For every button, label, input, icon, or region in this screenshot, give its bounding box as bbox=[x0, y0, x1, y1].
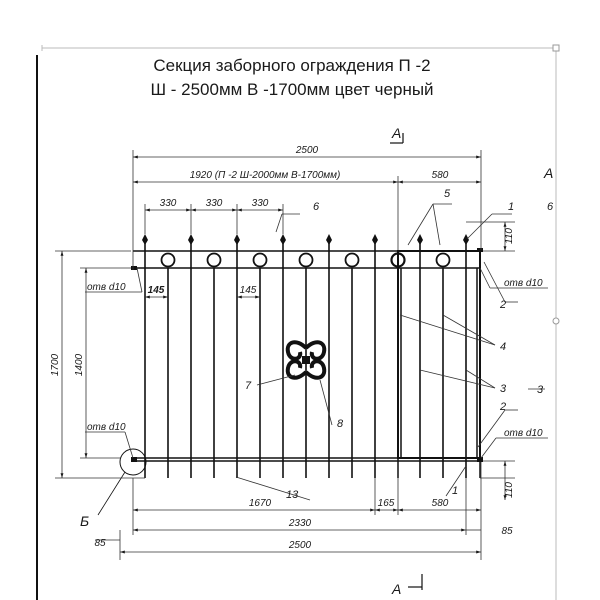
callout-3: 3 bbox=[500, 383, 507, 395]
callout-1-top: 1 bbox=[508, 201, 514, 213]
dim-width-2330: 2330 bbox=[288, 518, 312, 529]
hole-label-top-right: отв d10 bbox=[504, 278, 543, 289]
hole-label-top-left: отв d10 bbox=[87, 282, 126, 293]
ring-5 bbox=[344, 252, 360, 268]
dim-gate-width-bottom: 580 bbox=[432, 498, 449, 509]
section-a-top: А bbox=[391, 125, 401, 141]
dim-left-85: 85 bbox=[94, 538, 106, 549]
hole-label-bottom-right: отв d10 bbox=[504, 428, 543, 439]
dim-pitch-2: 330 bbox=[206, 198, 223, 209]
ring-4 bbox=[298, 252, 314, 268]
dim-offset-165: 165 bbox=[378, 498, 395, 509]
callout-1-bottom: 1 bbox=[452, 485, 458, 497]
callout-3-far: 3 bbox=[537, 384, 544, 396]
dim-overall-width-top: 2500 bbox=[295, 145, 319, 156]
ornament-scroll bbox=[285, 340, 327, 380]
dim-rail-1670: 1670 bbox=[249, 498, 272, 509]
ring-7 bbox=[435, 252, 451, 268]
dim-right-85: 85 bbox=[501, 526, 513, 537]
spear-tips bbox=[142, 234, 469, 245]
fence-section bbox=[131, 241, 483, 478]
callout-4: 4 bbox=[500, 341, 506, 353]
dim-panel-width: 1920 (П -2 Ш-2000мм В-1700мм) bbox=[190, 170, 341, 181]
detail-circle-b bbox=[119, 448, 147, 476]
frame-handle-right bbox=[552, 317, 560, 325]
callout-2-top: 2 bbox=[499, 299, 506, 311]
callout-5: 5 bbox=[444, 188, 451, 200]
hole-label-bottom-left: отв d10 bbox=[87, 422, 126, 433]
title-line-2: Ш - 2500мм В -1700мм цвет черный bbox=[150, 80, 434, 99]
callout-8: 8 bbox=[337, 418, 344, 430]
callout-13: 13 bbox=[286, 489, 299, 501]
dim-bar-spacing-left: 145 bbox=[148, 285, 165, 296]
section-a-bottom: А bbox=[391, 581, 401, 597]
callout-6: 6 bbox=[313, 201, 320, 213]
dim-pitch-1: 330 bbox=[160, 198, 177, 209]
ring-3 bbox=[252, 252, 268, 268]
callout-6-far: 6 bbox=[547, 201, 554, 213]
dim-height-total: 1700 bbox=[50, 353, 61, 376]
dim-pitch-3: 330 bbox=[252, 198, 269, 209]
frame-handle-top-right bbox=[552, 44, 560, 52]
dim-gate-width-top: 580 bbox=[432, 170, 449, 181]
dim-height-inner: 1400 bbox=[74, 353, 85, 376]
ring-6 bbox=[390, 252, 406, 268]
callout-7: 7 bbox=[245, 380, 252, 392]
dim-bottom-offset-110: 110 bbox=[504, 482, 515, 498]
section-a-right: А bbox=[543, 165, 553, 181]
gate-frame bbox=[397, 250, 481, 459]
callout-2-bottom: 2 bbox=[499, 401, 506, 413]
section-b: Б bbox=[80, 513, 89, 529]
dim-spike-offset: 110 bbox=[504, 228, 515, 244]
ring-1 bbox=[160, 252, 176, 268]
title-line-1: Секция заборного ограждения П -2 bbox=[153, 56, 431, 75]
dim-overall-width-bottom: 2500 bbox=[288, 540, 312, 551]
dim-bar-spacing-mid: 145 bbox=[240, 285, 257, 296]
ring-2 bbox=[206, 252, 222, 268]
